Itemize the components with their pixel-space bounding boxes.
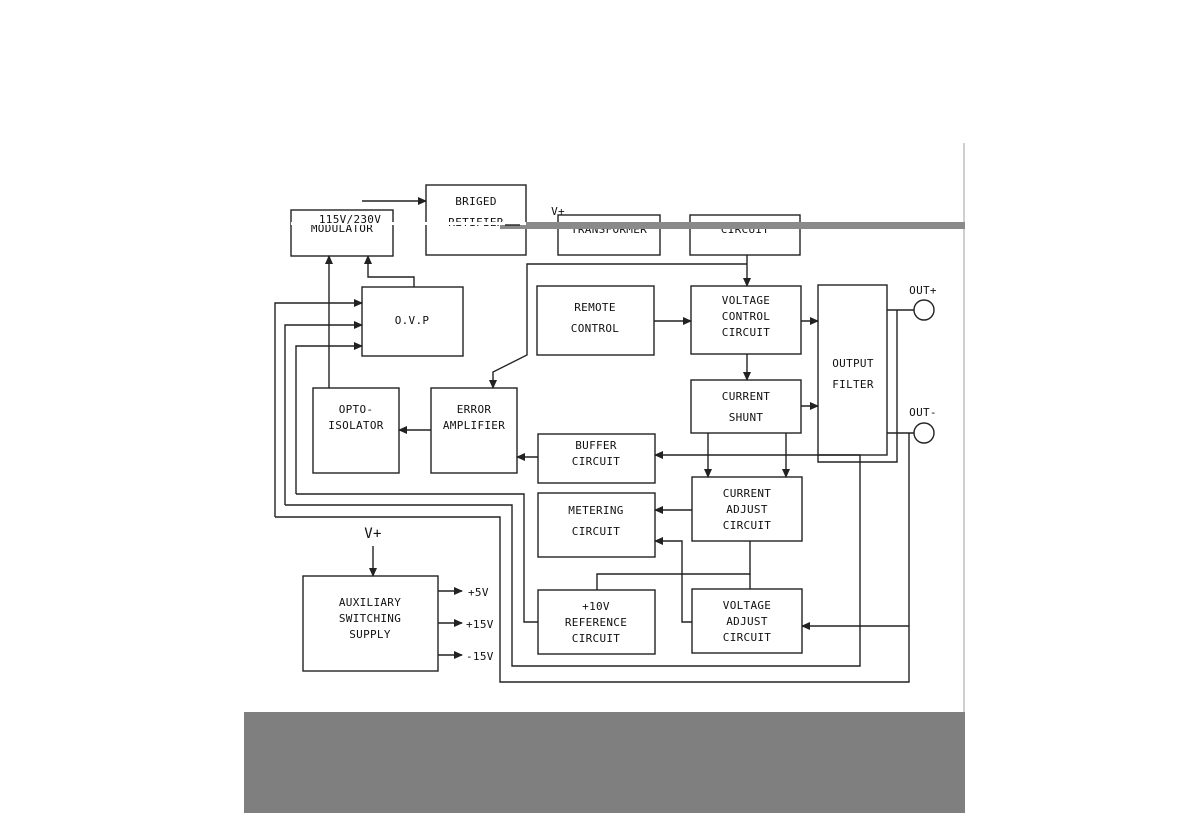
shunt-label-2: SHUNT [729, 411, 764, 424]
error-amplifier-block: ERROR AMPLIFIER [430, 387, 518, 474]
metering-label-1: METERING [568, 504, 623, 517]
current-shunt-block: CURRENT SHUNT [690, 379, 802, 434]
error-label-2: AMPLIFIER [443, 419, 505, 432]
ref-label-1: +10V [582, 600, 610, 613]
remote-label-2: CONTROL [571, 322, 620, 335]
voltage-control-block: VOLTAGE CONTROL CIRCUIT [690, 285, 802, 355]
vadj-label-3: CIRCUIT [723, 631, 772, 644]
rail-15v-label: +15V [466, 618, 494, 631]
ovp-block: O.V.P [361, 286, 464, 357]
aux-label-1: AUXILIARY [339, 596, 401, 609]
reference-block: +10V REFERENCE CIRCUIT [537, 589, 656, 655]
shunt-label-1: CURRENT [722, 390, 771, 403]
cadj-label-3: CIRCUIT [723, 519, 772, 532]
output-filter-block: OUTPUT FILTER [817, 284, 888, 456]
rail-5v-label: +5V [468, 586, 489, 599]
aux-label-3: SUPPLY [349, 628, 391, 641]
ref-label-3: CIRCUIT [572, 632, 621, 645]
ref-label-2: REFERENCE [565, 616, 627, 629]
bottom-gray-band [244, 712, 965, 813]
ovp-label: O.V.P [395, 314, 430, 327]
filter-label-2: FILTER [832, 378, 874, 391]
cadj-label-2: ADJUST [726, 503, 768, 516]
v-plus-top-label: V+ [551, 205, 565, 218]
vcc-label-1: VOLTAGE [722, 294, 770, 307]
auxiliary-supply-block: AUXILIARY SWITCHING SUPPLY [302, 575, 439, 672]
cadj-label-1: CURRENT [723, 487, 772, 500]
filter-label-1: OUTPUT [832, 357, 874, 370]
error-label-1: ERROR [457, 403, 492, 416]
transformer-block: TRANSFORMER [557, 214, 661, 256]
opto-label-2: ISOLATOR [328, 419, 383, 432]
voltage-adjust-block: VOLTAGE ADJUST CIRCUIT [691, 588, 803, 654]
ac-input-label: 115V/230V [319, 213, 381, 226]
out-minus-terminal [913, 422, 935, 444]
v-plus-aux-label: V+ [364, 526, 381, 542]
page-right-edge [963, 143, 965, 713]
circuit-top-block: CIRCUIT [689, 214, 801, 256]
vadj-label-2: ADJUST [726, 615, 768, 628]
metering-circuit-block: METERING CIRCUIT [537, 492, 656, 558]
scan-artifact-bar [500, 222, 965, 229]
current-adjust-block: CURRENT ADJUST CIRCUIT [691, 476, 803, 542]
out-plus-terminal [913, 299, 935, 321]
metering-label-2: CIRCUIT [572, 525, 621, 538]
vcc-label-3: CIRCUIT [722, 326, 771, 339]
opto-isolator-block: OPTO- ISOLATOR [312, 387, 400, 474]
aux-label-2: SWITCHING [339, 612, 401, 625]
out-plus-label: OUT+ [909, 284, 937, 297]
vcc-label-2: CONTROL [722, 310, 771, 323]
scan-artifact-mask [291, 222, 526, 225]
buffer-circuit-block: BUFFER CIRCUIT [537, 433, 656, 484]
rail-neg15v-label: -15V [466, 650, 494, 663]
bridge-rectifier-block: BRIGED RETIFIER [425, 184, 527, 256]
bridge-label-1: BRIGED [455, 195, 497, 208]
remote-control-block: REMOTE CONTROL [536, 285, 655, 356]
modulator-block: MODULATOR [290, 209, 394, 257]
modulator-label: MODULATOR [311, 222, 373, 235]
wiring [274, 197, 914, 683]
buffer-label-2: CIRCUIT [572, 455, 621, 468]
vadj-label-1: VOLTAGE [723, 599, 771, 612]
remote-label-1: REMOTE [574, 301, 616, 314]
out-minus-label: OUT- [909, 406, 937, 419]
buffer-label-1: BUFFER [575, 439, 617, 452]
top-blank-area [244, 0, 965, 143]
opto-label-1: OPTO- [339, 403, 374, 416]
